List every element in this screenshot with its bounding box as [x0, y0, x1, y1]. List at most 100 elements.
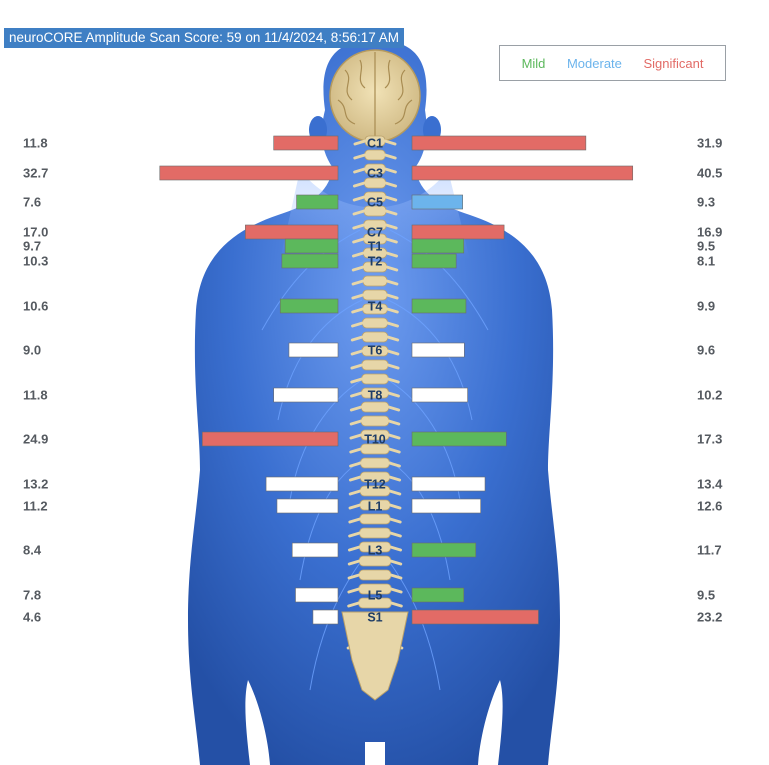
bar-left-s1 [312, 609, 339, 625]
vertebra-shape [364, 149, 386, 161]
level-label-t8: T8 [368, 389, 383, 403]
severity-legend: Mild Moderate Significant [499, 45, 726, 81]
value-left-t8: 11.8 [23, 388, 48, 403]
value-right-l1: 12.6 [697, 499, 722, 514]
value-left-l5: 7.8 [23, 588, 41, 603]
bar-left-l3 [291, 542, 339, 558]
vertebra-process [351, 293, 399, 300]
bar-left-t1 [284, 238, 339, 254]
level-label-l1: L1 [368, 500, 383, 514]
vertebra-process [347, 587, 403, 594]
vertebra-process [348, 489, 402, 496]
vertebra-process [347, 601, 403, 608]
value-right-c3: 40.5 [697, 166, 722, 181]
bar-right-s1 [411, 609, 539, 625]
vertebra-process [350, 349, 400, 356]
level-label-t10: T10 [364, 433, 386, 447]
sacrum-shape [341, 611, 409, 701]
value-right-s1: 23.2 [697, 610, 722, 625]
vertebra-process [352, 195, 398, 202]
value-left-t2: 10.3 [23, 254, 48, 269]
bar-left-c7 [245, 224, 339, 240]
value-left-c1: 11.8 [23, 136, 48, 151]
bar-right-t10 [411, 431, 507, 447]
bar-right-t12 [411, 476, 486, 492]
vertebra-process [353, 167, 397, 174]
level-label-c7: C7 [367, 226, 383, 240]
vertebra-process [352, 223, 398, 230]
bar-left-l5 [295, 587, 339, 603]
bar-right-c5 [411, 194, 463, 210]
vertebra-process [353, 153, 397, 160]
bottom-notch [365, 742, 385, 765]
value-left-c5: 7.6 [23, 195, 41, 210]
vertebra-process [353, 139, 397, 146]
bar-right-c1 [411, 135, 587, 151]
bar-left-t10 [201, 431, 339, 447]
level-label-s1: S1 [367, 611, 382, 625]
left-bars [159, 135, 339, 625]
value-right-c7: 16.9 [697, 225, 722, 240]
brain-illustration [329, 49, 421, 143]
vertebra-process [349, 461, 401, 468]
value-left-t6: 9.0 [23, 343, 41, 358]
value-left-l3: 8.4 [23, 543, 42, 558]
vertebra-process [352, 237, 398, 244]
vertebra-shape [358, 555, 392, 567]
level-label-t4: T4 [368, 300, 383, 314]
value-right-t4: 9.9 [697, 299, 715, 314]
spine-illustration [341, 135, 409, 701]
right-bars [411, 135, 634, 625]
vertebra-process [350, 377, 400, 384]
level-label-t6: T6 [368, 344, 383, 358]
vertebra-process [351, 321, 399, 328]
value-right-c5: 9.3 [697, 195, 715, 210]
vertebra-process [350, 391, 400, 398]
vertebra-shape [358, 569, 392, 581]
vertebra-process [351, 279, 399, 286]
bar-left-l1 [276, 498, 339, 514]
vertebra-shape [361, 373, 389, 385]
vertebra-process [348, 503, 402, 510]
level-label-t1: T1 [368, 240, 383, 254]
level-label-l5: L5 [368, 589, 383, 603]
vertebra-process [352, 209, 398, 216]
value-right-t10: 17.3 [697, 432, 722, 447]
vertebra-process [349, 447, 401, 454]
vertebra-shape [360, 415, 390, 427]
bar-right-l5 [411, 587, 465, 603]
vertebra-shape [362, 275, 388, 287]
vertebra-shape [362, 317, 388, 329]
right-value-labels: 31.940.59.316.99.58.19.99.610.217.313.41… [697, 136, 723, 625]
vertebra-shape [361, 359, 389, 371]
bar-right-l1 [411, 498, 481, 514]
vertebra-process [351, 251, 399, 258]
level-label-c5: C5 [367, 196, 383, 210]
vertebra-process [349, 433, 401, 440]
value-left-c3: 32.7 [23, 166, 48, 181]
left-value-labels: 11.832.77.617.09.710.310.69.011.824.913.… [23, 136, 48, 625]
value-right-l5: 9.5 [697, 588, 715, 603]
vertebra-process [348, 531, 402, 538]
vertebra-shape [362, 289, 388, 301]
bar-right-t6 [411, 342, 465, 358]
level-label-t12: T12 [364, 478, 386, 492]
level-label-c3: C3 [367, 167, 383, 181]
value-left-t10: 24.9 [23, 432, 48, 447]
value-right-t12: 13.4 [697, 477, 723, 492]
value-right-c1: 31.9 [697, 136, 722, 151]
bar-left-c1 [273, 135, 339, 151]
bar-left-c3 [159, 165, 339, 181]
bar-right-c7 [411, 224, 505, 240]
bar-left-c5 [296, 194, 339, 210]
level-label-t2: T2 [368, 255, 383, 269]
level-label-l3: L3 [368, 544, 383, 558]
vertebra-shape [361, 331, 389, 343]
legend-significant: Significant [643, 55, 704, 71]
vertebra-process [352, 181, 398, 188]
scan-title: neuroCORE Amplitude Scan Score: 59 on 11… [4, 28, 404, 48]
legend-mild: Mild [521, 55, 546, 71]
bar-right-t1 [411, 238, 465, 254]
vertebra-process [350, 335, 400, 342]
